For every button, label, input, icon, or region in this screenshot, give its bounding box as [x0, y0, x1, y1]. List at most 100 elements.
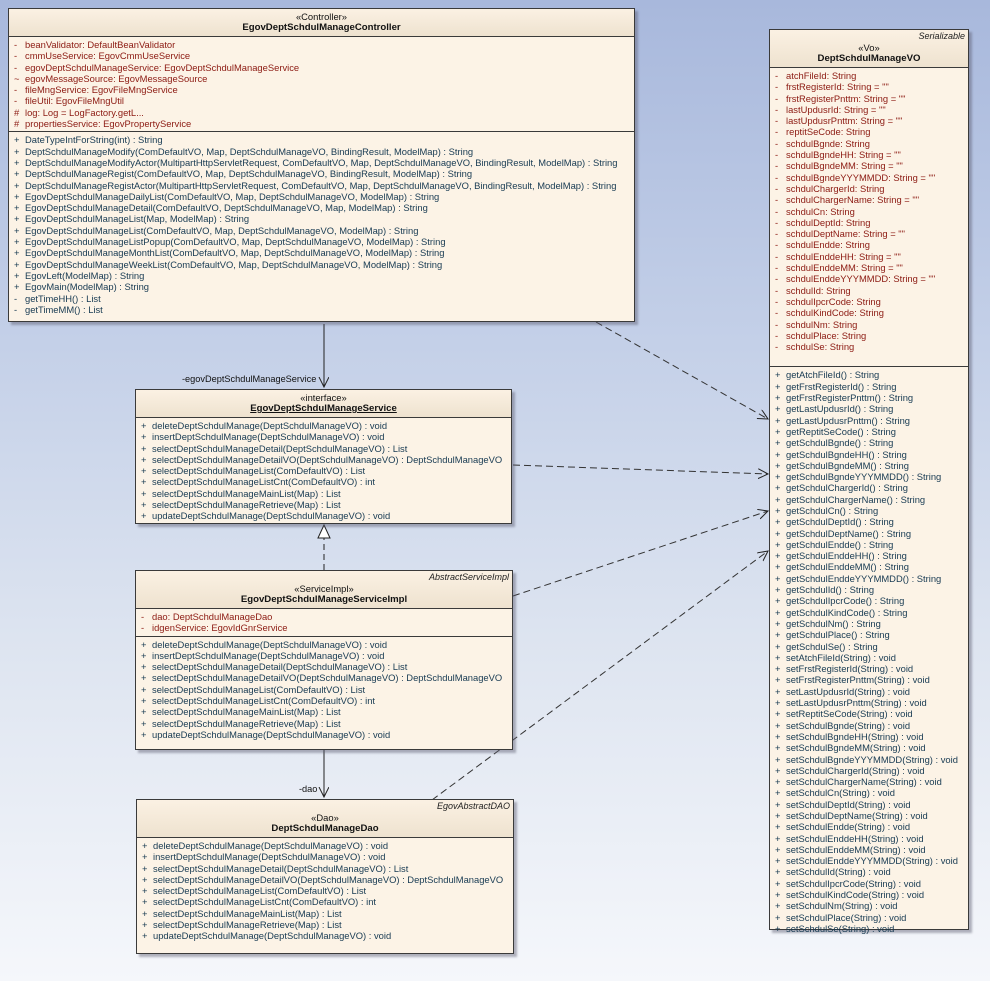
operation-row[interactable]: +setSchdulBgndeHH(String) : void: [770, 731, 968, 742]
operation-row[interactable]: +EgovDeptSchdulManageMonthList(ComDefaul…: [9, 247, 634, 258]
operation-row[interactable]: +selectDeptSchdulManageList(ComDefaultVO…: [137, 885, 513, 896]
operation-row[interactable]: +getLastUpdusrPnttm() : String: [770, 415, 968, 426]
attribute-row[interactable]: -schdulBgnde: String: [770, 138, 968, 149]
operation-row[interactable]: +setSchdulBgnde(String) : void: [770, 720, 968, 731]
attribute-row[interactable]: -schdulBgndeYYYMMDD: String = "": [770, 172, 968, 183]
operation-row[interactable]: +setSchdulDeptName(String) : void: [770, 810, 968, 821]
operation-row[interactable]: +selectDeptSchdulManageDetailVO(DeptSchd…: [136, 672, 512, 683]
attribute-row[interactable]: -beanValidator: DefaultBeanValidator: [9, 39, 634, 50]
attribute-row[interactable]: -lastUpdusrId: String = "": [770, 104, 968, 115]
operation-row[interactable]: +selectDeptSchdulManageList(ComDefaultVO…: [136, 465, 511, 476]
operation-row[interactable]: +DateTypeIntForString(int) : String: [9, 134, 634, 145]
attribute-row[interactable]: -schdulCn: String: [770, 206, 968, 217]
operation-row[interactable]: +setSchdulNm(String) : void: [770, 900, 968, 911]
operation-row[interactable]: +DeptSchdulManageRegist(ComDefaultVO, Ma…: [9, 168, 634, 179]
attribute-row[interactable]: -frstRegisterId: String = "": [770, 81, 968, 92]
operation-row[interactable]: +setFrstRegisterId(String) : void: [770, 663, 968, 674]
attribute-row[interactable]: -schdulChargerId: String: [770, 183, 968, 194]
operation-row[interactable]: +EgovMain(ModelMap) : String: [9, 281, 634, 292]
operation-row[interactable]: +EgovLeft(ModelMap) : String: [9, 270, 634, 281]
operation-row[interactable]: +deleteDeptSchdulManage(DeptSchdulManage…: [136, 639, 512, 650]
operation-row[interactable]: +selectDeptSchdulManageMainList(Map) : L…: [136, 488, 511, 499]
operation-row[interactable]: +selectDeptSchdulManageMainList(Map) : L…: [136, 706, 512, 717]
operation-row[interactable]: +setReptitSeCode(String) : void: [770, 708, 968, 719]
attribute-row[interactable]: #log: Log = LogFactory.getL...: [9, 107, 634, 118]
operation-row[interactable]: +getSchdulSe() : String: [770, 641, 968, 652]
operation-row[interactable]: +insertDeptSchdulManage(DeptSchdulManage…: [137, 851, 513, 862]
attribute-row[interactable]: -schdulIpcrCode: String: [770, 296, 968, 307]
operation-row[interactable]: +getSchdulId() : String: [770, 584, 968, 595]
operation-row[interactable]: +getSchdulDeptId() : String: [770, 516, 968, 527]
operation-row[interactable]: +setSchdulEnddeMM(String) : void: [770, 844, 968, 855]
operation-row[interactable]: +updateDeptSchdulManage(DeptSchdulManage…: [136, 729, 512, 740]
operation-row[interactable]: +getSchdulBgnde() : String: [770, 437, 968, 448]
attribute-row[interactable]: #propertiesService: EgovPropertyService: [9, 118, 634, 129]
operation-row[interactable]: +EgovDeptSchdulManageDetail(ComDefaultVO…: [9, 202, 634, 213]
operation-row[interactable]: +setSchdulSe(String) : void: [770, 923, 968, 934]
operation-row[interactable]: +insertDeptSchdulManage(DeptSchdulManage…: [136, 431, 511, 442]
operation-row[interactable]: +selectDeptSchdulManageListCnt(ComDefaul…: [136, 695, 512, 706]
operation-row[interactable]: +EgovDeptSchdulManageList(Map, ModelMap)…: [9, 213, 634, 224]
operation-row[interactable]: +setSchdulBgndeYYYMMDD(String) : void: [770, 754, 968, 765]
operation-row[interactable]: +getFrstRegisterId() : String: [770, 381, 968, 392]
class-dao[interactable]: EgovAbstractDAO «Dao» DeptSchdulManageDa…: [136, 799, 514, 954]
operation-row[interactable]: +getSchdulNm() : String: [770, 618, 968, 629]
operation-row[interactable]: +selectDeptSchdulManageDetailVO(DeptSchd…: [137, 874, 513, 885]
operation-row[interactable]: +getAtchFileId() : String: [770, 369, 968, 380]
attribute-row[interactable]: -schdulEnddeHH: String = "": [770, 251, 968, 262]
attribute-row[interactable]: -schdulPlace: String: [770, 330, 968, 341]
operation-row[interactable]: +deleteDeptSchdulManage(DeptSchdulManage…: [137, 840, 513, 851]
operation-row[interactable]: +setSchdulChargerId(String) : void: [770, 765, 968, 776]
attribute-row[interactable]: -schdulSe: String: [770, 341, 968, 352]
operation-row[interactable]: +setLastUpdusrPnttm(String) : void: [770, 697, 968, 708]
attribute-row[interactable]: -idgenService: EgovIdGnrService: [136, 622, 512, 633]
operation-row[interactable]: +updateDeptSchdulManage(DeptSchdulManage…: [137, 930, 513, 941]
class-vo[interactable]: Serializable «Vo» DeptSchdulManageVO -at…: [769, 29, 969, 934]
attribute-row[interactable]: -lastUpdusrPnttm: String = "": [770, 115, 968, 126]
operation-row[interactable]: +EgovDeptSchdulManageListPopup(ComDefaul…: [9, 236, 634, 247]
attribute-row[interactable]: -frstRegisterPnttm: String = "": [770, 93, 968, 104]
attribute-row[interactable]: -egovDeptSchdulManageService: EgovDeptSc…: [9, 62, 634, 73]
attribute-row[interactable]: -schdulNm: String: [770, 319, 968, 330]
operation-row[interactable]: +insertDeptSchdulManage(DeptSchdulManage…: [136, 650, 512, 661]
operation-row[interactable]: +getSchdulBgndeYYYMMDD() : String: [770, 471, 968, 482]
class-service-interface[interactable]: «interface» EgovDeptSchdulManageService …: [135, 389, 512, 524]
attribute-row[interactable]: -schdulEnddeMM: String = "": [770, 262, 968, 273]
operation-row[interactable]: +setSchdulIpcrCode(String) : void: [770, 878, 968, 889]
attribute-row[interactable]: -cmmUseService: EgovCmmUseService: [9, 50, 634, 61]
operation-row[interactable]: +getLastUpdusrId() : String: [770, 403, 968, 414]
operation-row[interactable]: +setSchdulChargerName(String) : void: [770, 776, 968, 787]
operation-row[interactable]: +getSchdulChargerName() : String: [770, 494, 968, 505]
attribute-row[interactable]: -schdulKindCode: String: [770, 307, 968, 318]
class-service-impl[interactable]: AbstractServiceImpl «ServiceImpl» EgovDe…: [135, 570, 513, 750]
operation-row[interactable]: +EgovDeptSchdulManageDailyList(ComDefaul…: [9, 191, 634, 202]
attribute-row[interactable]: -reptitSeCode: String: [770, 126, 968, 137]
operation-row[interactable]: +DeptSchdulManageRegistActor(MultipartHt…: [9, 180, 634, 191]
class-controller[interactable]: «Controller» EgovDeptSchdulManageControl…: [8, 8, 635, 322]
operation-row[interactable]: +selectDeptSchdulManageDetail(DeptSchdul…: [136, 443, 511, 454]
attribute-row[interactable]: -fileUtil: EgovFileMngUtil: [9, 95, 634, 106]
attribute-row[interactable]: -dao: DeptSchdulManageDao: [136, 611, 512, 622]
operation-row[interactable]: +setAtchFileId(String) : void: [770, 652, 968, 663]
operation-row[interactable]: +setSchdulKindCode(String) : void: [770, 889, 968, 900]
attribute-row[interactable]: -schdulId: String: [770, 285, 968, 296]
operation-row[interactable]: +EgovDeptSchdulManageWeekList(ComDefault…: [9, 259, 634, 270]
operation-row[interactable]: +setSchdulDeptId(String) : void: [770, 799, 968, 810]
operation-row[interactable]: +setLastUpdusrId(String) : void: [770, 686, 968, 697]
operation-row[interactable]: +setSchdulEndde(String) : void: [770, 821, 968, 832]
operation-row[interactable]: +DeptSchdulManageModify(ComDefaultVO, Ma…: [9, 146, 634, 157]
attribute-row[interactable]: -schdulChargerName: String = "": [770, 194, 968, 205]
attribute-row[interactable]: -atchFileId: String: [770, 70, 968, 81]
attribute-row[interactable]: -schdulEndde: String: [770, 239, 968, 250]
attribute-row[interactable]: ~egovMessageSource: EgovMessageSource: [9, 73, 634, 84]
operation-row[interactable]: +selectDeptSchdulManageDetailVO(DeptSchd…: [136, 454, 511, 465]
operation-row[interactable]: +setSchdulEnddeHH(String) : void: [770, 833, 968, 844]
operation-row[interactable]: +selectDeptSchdulManageRetrieve(Map) : L…: [136, 718, 512, 729]
operation-row[interactable]: -getTimeHH() : List: [9, 293, 634, 304]
attribute-row[interactable]: -schdulBgndeMM: String = "": [770, 160, 968, 171]
operation-row[interactable]: +getFrstRegisterPnttm() : String: [770, 392, 968, 403]
operation-row[interactable]: +selectDeptSchdulManageList(ComDefaultVO…: [136, 684, 512, 695]
operation-row[interactable]: +getSchdulEnddeHH() : String: [770, 550, 968, 561]
operation-row[interactable]: +getSchdulPlace() : String: [770, 629, 968, 640]
operation-row[interactable]: +EgovDeptSchdulManageList(ComDefaultVO, …: [9, 225, 634, 236]
